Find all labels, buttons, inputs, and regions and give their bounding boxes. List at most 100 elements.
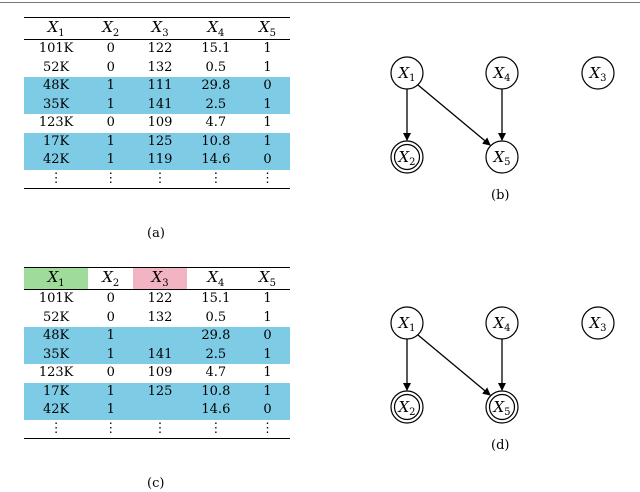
cell: 109	[147, 365, 173, 381]
node-x2-observed: X2	[390, 390, 424, 424]
cell: 141	[133, 95, 187, 114]
cell: 52K	[42, 59, 70, 75]
cell: 1	[244, 345, 290, 364]
vertical-ellipsis: ⋮	[104, 420, 118, 436]
cell: 1	[88, 132, 134, 151]
top-rule	[0, 2, 640, 3]
vertical-ellipsis: ⋮	[260, 420, 274, 436]
cell: 141	[133, 345, 187, 364]
vertical-ellipsis: ⋮	[209, 420, 223, 436]
ellipsis-row: ⋮ ⋮ ⋮ ⋮ ⋮	[24, 170, 290, 189]
cell: 0	[106, 59, 115, 75]
vertical-ellipsis: ⋮	[49, 420, 63, 436]
cell: 2.5	[186, 95, 245, 114]
cell: 1	[88, 77, 134, 96]
caption-c: (c)	[147, 476, 165, 491]
cell: 1	[244, 382, 290, 401]
cell: 29.8	[186, 77, 245, 96]
cell: 0	[106, 291, 115, 307]
cell: 35K	[24, 95, 89, 114]
cell: 4.7	[205, 115, 227, 131]
header-x3: X3	[151, 18, 169, 39]
cell: 0.5	[205, 309, 227, 325]
cell: 29.8	[186, 327, 245, 346]
cell: 1	[88, 401, 134, 420]
vertical-ellipsis: ⋮	[49, 170, 63, 186]
caption-a: (a)	[147, 226, 165, 241]
cell: 122	[147, 291, 173, 307]
node-x5: X5	[485, 140, 519, 174]
cell: 1	[244, 132, 290, 151]
cell: 0	[106, 309, 115, 325]
causal-graph-b: X1 X4 X3 X2 X5	[390, 56, 615, 174]
cell: 0	[106, 365, 115, 381]
cell: 123K	[38, 365, 74, 381]
cell: 15.1	[201, 41, 231, 57]
header-x1-highlighted: X1	[24, 267, 89, 290]
node-x4: X4	[485, 56, 519, 90]
cell: 1	[244, 95, 290, 114]
vertical-ellipsis: ⋮	[104, 170, 118, 186]
header-x1: X1	[47, 18, 65, 39]
caption-b: (b)	[491, 188, 510, 203]
cell: 48K	[24, 327, 89, 346]
cell: 0	[244, 327, 290, 346]
vertical-ellipsis: ⋮	[153, 420, 167, 436]
cell: 132	[147, 59, 173, 75]
vertical-ellipsis: ⋮	[260, 170, 274, 186]
cell: 1	[88, 382, 134, 401]
cell: 132	[147, 309, 173, 325]
vertical-ellipsis: ⋮	[153, 170, 167, 186]
cell: 42K	[24, 401, 89, 420]
cell: 1	[88, 151, 134, 170]
header-x4: X4	[207, 268, 225, 289]
cell: 0	[244, 77, 290, 96]
header-x2: X2	[102, 18, 120, 39]
cell: 17K	[24, 382, 89, 401]
cell: 1	[88, 327, 134, 346]
cell: 0	[244, 401, 290, 420]
cell: 0.5	[205, 59, 227, 75]
cell: 1	[88, 345, 134, 364]
node-x4: X4	[485, 306, 519, 340]
cell: 4.7	[205, 365, 227, 381]
node-x1: X1	[390, 56, 424, 90]
causal-graph-d: X1 X4 X3 X2 X5	[390, 306, 615, 424]
cell: 14.6	[186, 151, 245, 170]
cell: 109	[147, 115, 173, 131]
cell: 2.5	[186, 345, 245, 364]
header-x5: X5	[258, 268, 276, 289]
cell: 0	[244, 151, 290, 170]
cell-missing	[133, 327, 187, 346]
cell: 1	[263, 291, 272, 307]
caption-d: (d)	[491, 438, 510, 453]
cell: 101K	[38, 291, 74, 307]
header-x3-highlighted: X3	[133, 267, 187, 290]
cell: 101K	[38, 41, 74, 57]
vertical-ellipsis: ⋮	[209, 170, 223, 186]
cell: 0	[106, 115, 115, 131]
cell: 48K	[24, 77, 89, 96]
header-x2: X2	[102, 268, 120, 289]
header-row: X1 X2 X3 X4 X5	[24, 18, 290, 40]
cell: 125	[133, 382, 187, 401]
cell: 1	[263, 309, 272, 325]
header-x5: X5	[258, 18, 276, 39]
cell: 35K	[24, 345, 89, 364]
cell: 123K	[38, 115, 74, 131]
cell: 119	[133, 151, 187, 170]
edge-x1-x5	[417, 84, 491, 146]
